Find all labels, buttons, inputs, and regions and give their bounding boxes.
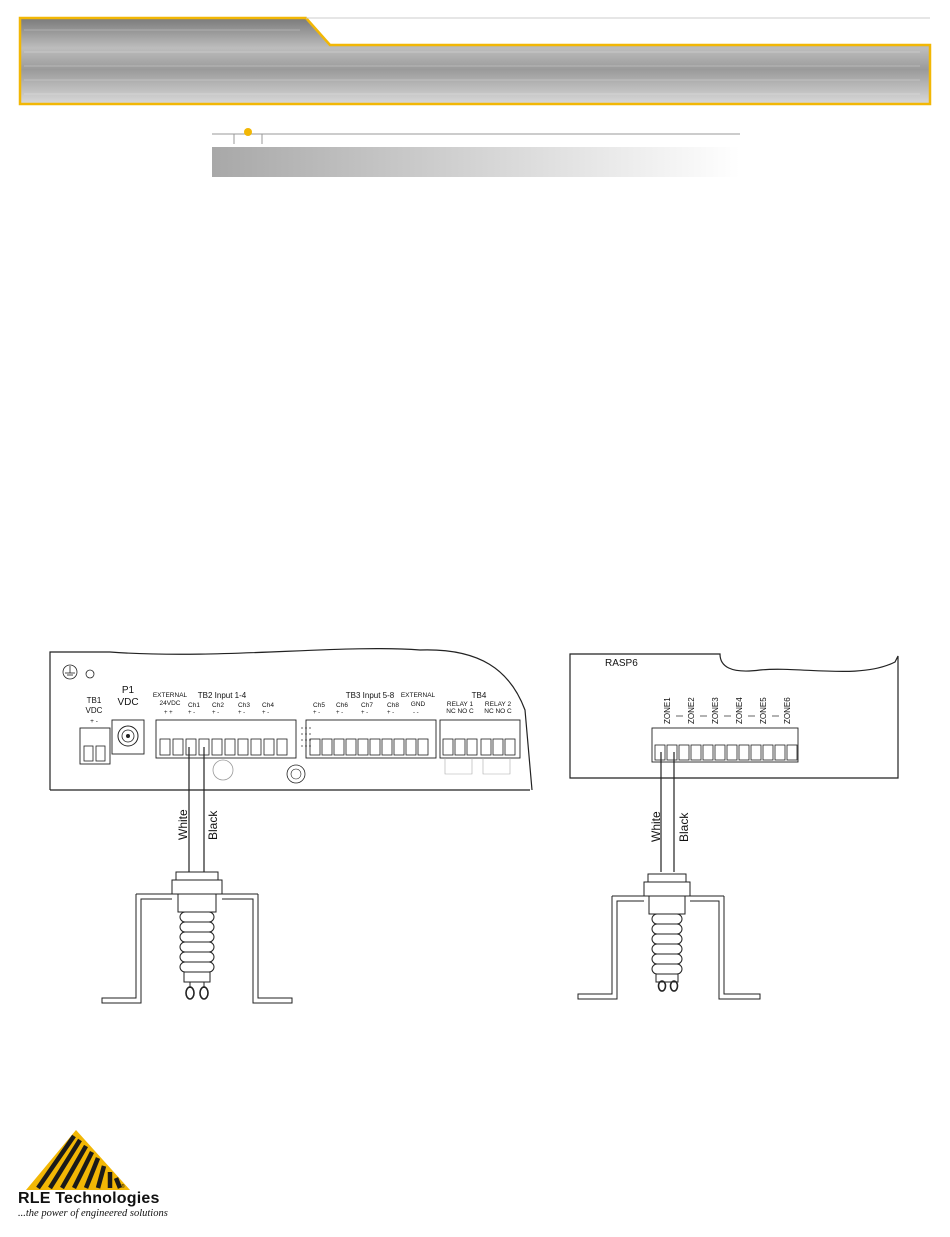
svg-text:+ -: + -: [212, 710, 219, 716]
svg-text:- -: - -: [413, 710, 419, 716]
tb2-24vdc: 24VDC: [160, 700, 181, 707]
svg-text:+ -: + -: [262, 710, 269, 716]
tb2-ch3: Ch3: [238, 702, 250, 709]
registered-mark: ®: [121, 1183, 125, 1190]
svg-text:+ -: + -: [313, 710, 320, 716]
tb2-ch1: Ch1: [188, 702, 200, 709]
logo-tagline: ...the power of engineered solutions: [18, 1208, 168, 1219]
relay1-label: RELAY 1: [447, 701, 474, 708]
tb4-title: TB4: [472, 691, 487, 700]
accent-dot-icon: [244, 128, 252, 136]
p1-sub: VDC: [117, 697, 138, 708]
zone1-label: ZONE1: [663, 697, 672, 724]
tb1-title: TB1: [87, 696, 102, 705]
tb3-title: TB3 Input 5-8: [346, 691, 395, 700]
tb3-external: EXTERNAL: [401, 692, 436, 699]
tb3-ch7: Ch7: [361, 702, 373, 709]
tb1-polarity: + -: [90, 718, 98, 725]
svg-text:+ -: + -: [387, 710, 394, 716]
p1-title: P1: [122, 685, 135, 696]
svg-text:+ -: + -: [188, 710, 195, 716]
zone3-label: ZONE3: [711, 697, 720, 724]
rasp6-title: RASP6: [605, 658, 638, 669]
svg-text:+ +: + +: [164, 710, 173, 716]
zone4-label: ZONE4: [735, 697, 744, 724]
header-banner: [18, 16, 932, 106]
tb3-ch6: Ch6: [336, 702, 348, 709]
tb3-gnd: GND: [411, 701, 426, 708]
wire-label-white: White: [649, 811, 663, 842]
zone2-label: ZONE2: [687, 697, 696, 724]
wiring-diagram-rasp6: RASP6 ZONE1 ZONE2 ZONE3 ZONE4 ZONE5 ZONE…: [569, 653, 899, 1000]
section-divider: [212, 128, 740, 177]
svg-text:+ -: + -: [361, 710, 368, 716]
tb3-ch8: Ch8: [387, 702, 399, 709]
tb2-ch4: Ch4: [262, 702, 274, 709]
tb2-title: TB2 Input 1-4: [198, 691, 247, 700]
wire-label-black: Black: [677, 812, 691, 842]
wire-label-white: White: [176, 809, 190, 840]
relay2-label: RELAY 2: [485, 701, 512, 708]
tb2-ch2: Ch2: [212, 702, 224, 709]
svg-text:+ -: + -: [336, 710, 343, 716]
tb2-external: EXTERNAL: [153, 692, 188, 699]
water-sensor-icon: [101, 871, 293, 1004]
relay1-pins: NC NO C: [446, 708, 474, 715]
water-sensor-icon: [577, 873, 761, 1000]
tb1-sub: VDC: [86, 706, 103, 715]
wire-label-black: Black: [206, 810, 220, 840]
logo-wordmark: RLE Technologies: [18, 1190, 160, 1207]
zone6-label: ZONE6: [783, 697, 792, 724]
relay2-pins: NC NO C: [484, 708, 512, 715]
wiring-diagram-controller: TB1 VDC + - P1 VDC EXTERNAL 24VDC TB2 In…: [49, 648, 533, 1004]
rle-logo: ®: [26, 1130, 130, 1190]
svg-text:+ -: + -: [238, 710, 245, 716]
zone5-label: ZONE5: [759, 697, 768, 724]
tb3-ch5: Ch5: [313, 702, 325, 709]
